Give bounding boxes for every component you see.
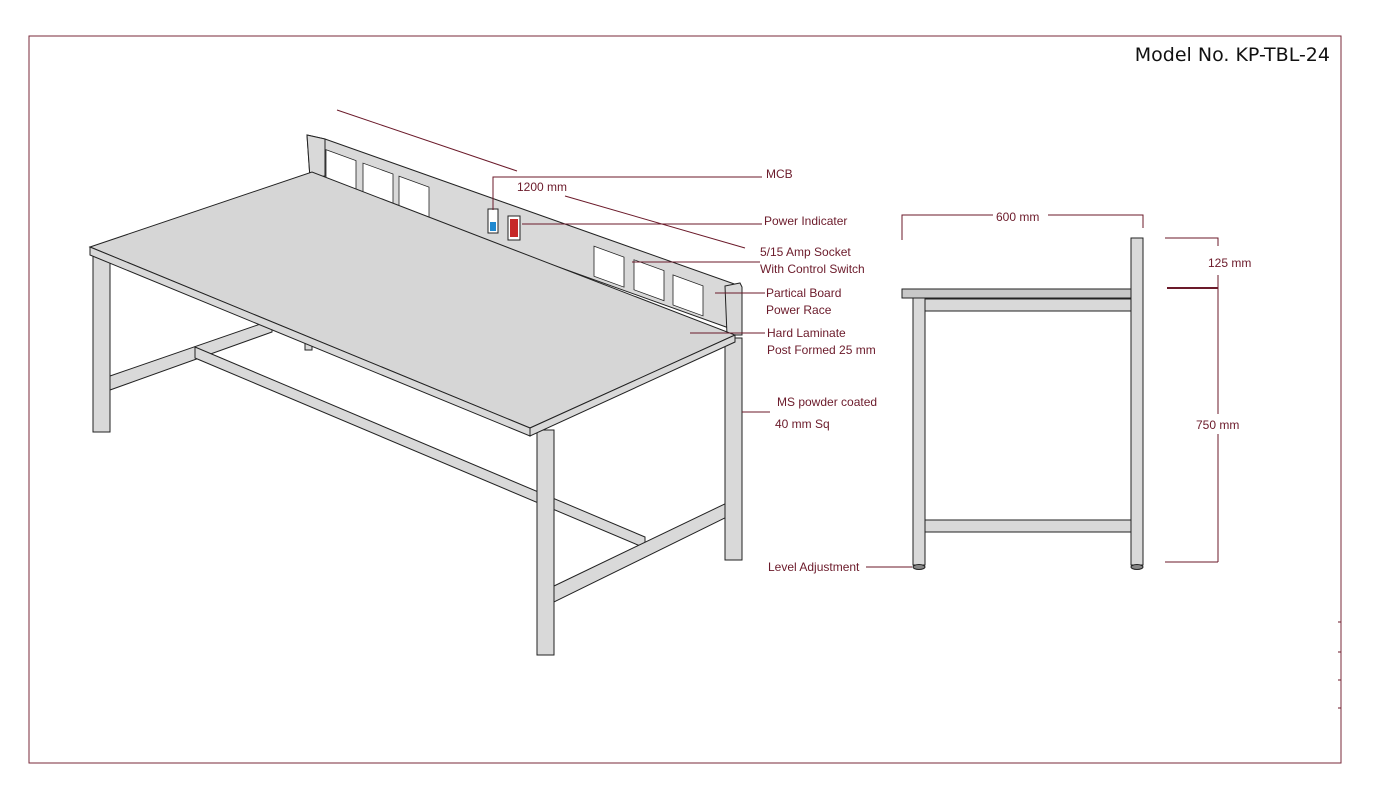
- leveler-foot-icon: [912, 564, 926, 570]
- depth-dimension: 600 mm: [996, 210, 1039, 224]
- side-tabletop: [901, 288, 1132, 299]
- indicator-lamp-icon: [510, 219, 518, 237]
- leaders: [492, 176, 912, 568]
- side-view: [901, 214, 1341, 709]
- mcb-label: MCB: [766, 167, 793, 181]
- board-label-1: Partical Board: [766, 286, 841, 300]
- back-right-leg: [724, 337, 743, 561]
- leveler-foot-icon: [1130, 564, 1144, 570]
- frame-label-1: MS powder coated: [777, 395, 877, 409]
- top-label-1: Hard Laminate: [767, 326, 846, 340]
- tabletop-side-edge: [529, 334, 736, 437]
- frame-label-2: 40 mm Sq: [775, 417, 830, 431]
- board-right-post: [724, 282, 743, 336]
- top-label-2: Post Formed 25 mm: [767, 343, 876, 357]
- model-number: Model No. KP-TBL-24: [1135, 44, 1330, 66]
- side-front-leg: [912, 297, 926, 566]
- board-label-2: Power Race: [766, 303, 832, 317]
- board-end: [306, 134, 326, 179]
- drawing-border: [28, 35, 1342, 764]
- tabletop: [88, 171, 737, 429]
- sockets-right: [593, 245, 704, 317]
- front-right-leg: [536, 429, 555, 656]
- side-lower-rail: [924, 519, 1132, 533]
- length-dimension: 1200 mm: [517, 180, 567, 194]
- mcb-icon: [490, 222, 496, 231]
- level-label: Level Adjustment: [768, 560, 860, 574]
- power-indicator-label: Power Indicater: [764, 214, 847, 228]
- socket-label-2: With Control Switch: [760, 262, 865, 276]
- side-back-leg: [1130, 237, 1144, 566]
- isometric-view: [88, 109, 746, 656]
- height-dimension: 750 mm: [1196, 418, 1239, 432]
- front-left-leg: [92, 253, 111, 433]
- side-upper-rail: [924, 298, 1132, 312]
- back-height-dimension: 125 mm: [1208, 256, 1251, 270]
- socket-label-1: 5/15 Amp Socket: [760, 245, 851, 259]
